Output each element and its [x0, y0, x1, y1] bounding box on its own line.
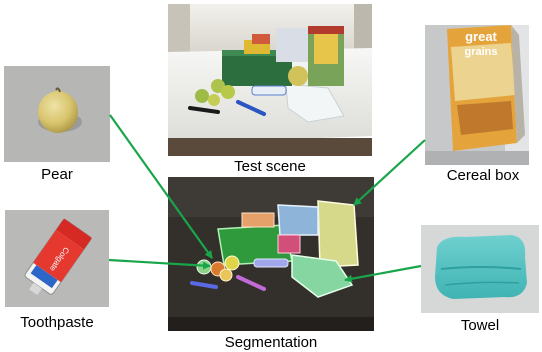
towel-image [421, 225, 539, 313]
segmentation-label: Segmentation [224, 334, 318, 351]
toothpaste-label: Toothpaste [20, 314, 94, 331]
test-scene-label: Test scene [234, 158, 306, 175]
cereal-brand-top-text: great [465, 29, 497, 44]
towel-label: Towel [460, 317, 500, 334]
segmentation-image [168, 177, 374, 331]
test-scene-image [168, 4, 372, 156]
cereal-box-label: Cereal box [446, 167, 520, 184]
cereal-box-image: great grains [425, 25, 529, 165]
toothpaste-image: Colgate [5, 210, 109, 307]
pear-label: Pear [41, 166, 73, 183]
cereal-brand-bottom-text: grains [464, 46, 497, 58]
pear-image [4, 66, 110, 162]
